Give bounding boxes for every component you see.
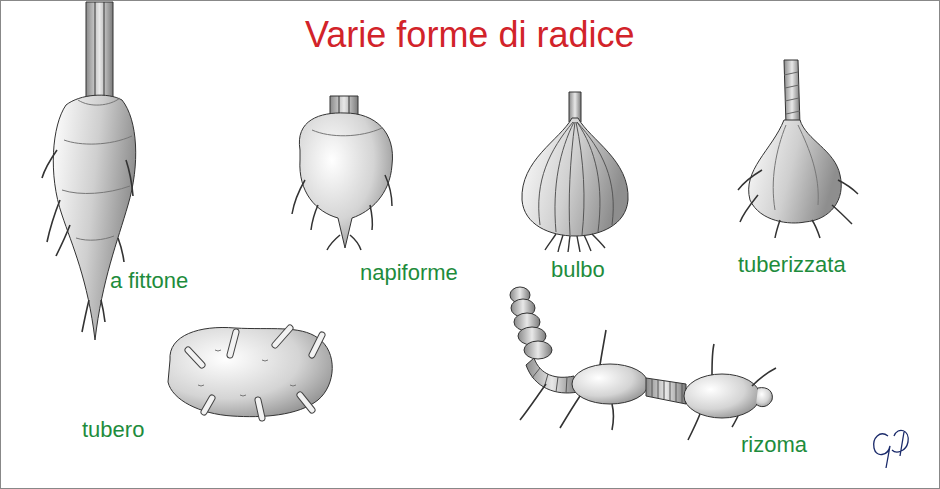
taproot-drawing-part — [42, 150, 133, 332]
napiform-root-drawing-part — [292, 175, 392, 250]
rhizome-drawing-part — [526, 358, 578, 393]
tuber-drawing — [168, 327, 332, 418]
taproot-drawing-part — [62, 98, 132, 240]
root-type-label: rizoma — [741, 432, 807, 457]
root-type-label: a fittone — [110, 268, 188, 293]
rhizome-drawing-part — [572, 364, 648, 404]
taproot-drawing-part — [95, 2, 104, 98]
rhizome-drawing-part — [532, 368, 567, 393]
tuberous-root-drawing-part — [784, 60, 800, 125]
tuber-drawing-part-part — [188, 328, 322, 418]
tuberous-root-drawing-part — [784, 72, 800, 114]
bulb-drawing — [522, 92, 628, 252]
napiform-root-drawing-part — [312, 128, 382, 136]
bulb-drawing-part — [539, 122, 614, 235]
root-type-label: tubero — [82, 417, 144, 442]
tuber-drawing-part-part — [188, 328, 322, 418]
diagram-title: Varie forme di radice — [305, 14, 634, 55]
root-type-label: napiforme — [360, 260, 458, 285]
rhizome-drawing-part — [684, 374, 760, 418]
taproot-drawing-part — [86, 2, 113, 98]
tuberous-root-drawing-part — [749, 120, 842, 223]
bulb-drawing-part — [522, 118, 628, 236]
tuberous-root-drawing-part — [738, 170, 858, 238]
tuber-drawing-part — [188, 328, 322, 418]
tuberous-root-drawing-part — [773, 125, 818, 210]
tuberous-root-drawing — [738, 60, 858, 238]
signature-mark — [874, 430, 909, 468]
tuber-drawing-part — [198, 350, 296, 396]
root-type-label: bulbo — [551, 257, 605, 282]
rhizome-drawing-part — [756, 388, 772, 407]
rhizome-drawing-part — [520, 330, 776, 440]
rhizome-drawing — [510, 287, 776, 440]
taproot-drawing-part — [53, 95, 135, 340]
napiform-root-drawing-part — [299, 113, 392, 248]
napiform-root-drawing — [292, 96, 392, 250]
rhizome-drawing-part — [652, 379, 682, 403]
rhizome-drawing-part — [524, 341, 552, 359]
bulb-drawing-part — [545, 234, 605, 252]
rhizome-drawing-part — [646, 378, 686, 404]
root-type-label: tuberizzata — [738, 252, 846, 277]
